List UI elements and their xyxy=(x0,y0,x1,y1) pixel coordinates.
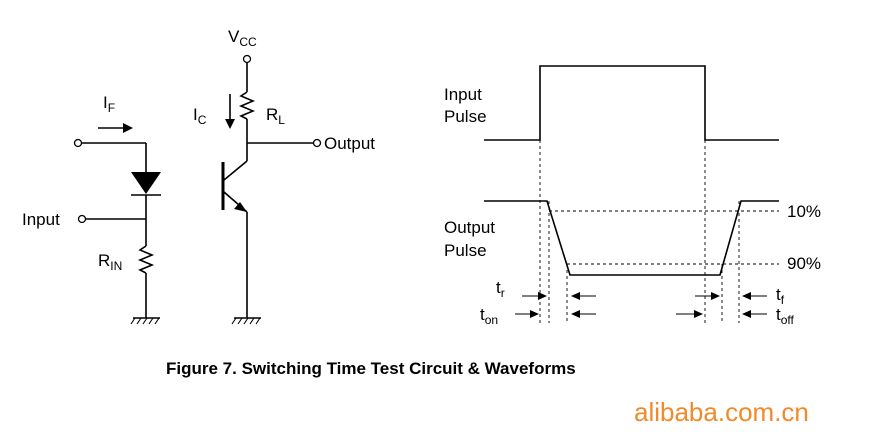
output-pulse-label-line1: Output xyxy=(444,218,495,237)
output-label: Output xyxy=(324,134,375,153)
figure-caption: Figure 7. Switching Time Test Circuit & … xyxy=(166,359,576,378)
level-10-label: 10% xyxy=(787,202,821,221)
vcc-terminal xyxy=(242,54,252,64)
waveforms: Input Pulse Output Pulse 10% 90% tr xyxy=(444,65,821,327)
input-pulse-waveform xyxy=(484,65,779,141)
input-pulse-label-line1: Input xyxy=(444,85,482,104)
level-90-label: 90% xyxy=(787,254,821,273)
input-terminal xyxy=(77,214,87,224)
phototransistor-icon xyxy=(221,160,248,213)
ic-arrow-icon xyxy=(225,94,235,129)
ton-label: ton xyxy=(480,305,498,327)
rl-label: RL xyxy=(266,105,285,127)
ic-label: IC xyxy=(193,105,207,127)
anode-terminal xyxy=(73,138,83,148)
tf-label: tf xyxy=(776,285,785,307)
watermark: alibaba.com.cn xyxy=(634,397,809,427)
ground-icon xyxy=(231,317,261,325)
ground-icon xyxy=(130,317,160,325)
toff-marker xyxy=(676,310,767,318)
input-led-circuit: IF Input RIN xyxy=(22,93,161,325)
output-pulse-waveform xyxy=(484,200,779,276)
tf-marker xyxy=(695,292,767,300)
ton-marker xyxy=(515,310,596,318)
rin-resistor-icon xyxy=(137,245,155,274)
rl-resistor-icon xyxy=(238,91,256,120)
if-arrow-icon xyxy=(98,123,133,133)
input-pulse-label-line2: Pulse xyxy=(444,107,487,126)
led-diode-icon xyxy=(131,172,161,196)
output-pulse-label-line2: Pulse xyxy=(444,241,487,260)
toff-label: toff xyxy=(776,305,795,327)
input-label: Input xyxy=(22,210,60,229)
if-label: IF xyxy=(103,93,115,115)
output-transistor-circuit: VCC RL IC Output xyxy=(193,27,375,325)
tr-label: tr xyxy=(496,278,505,300)
tr-marker xyxy=(522,292,596,300)
rin-label: RIN xyxy=(98,251,122,273)
output-terminal xyxy=(312,138,322,148)
vcc-label: VCC xyxy=(228,27,257,49)
